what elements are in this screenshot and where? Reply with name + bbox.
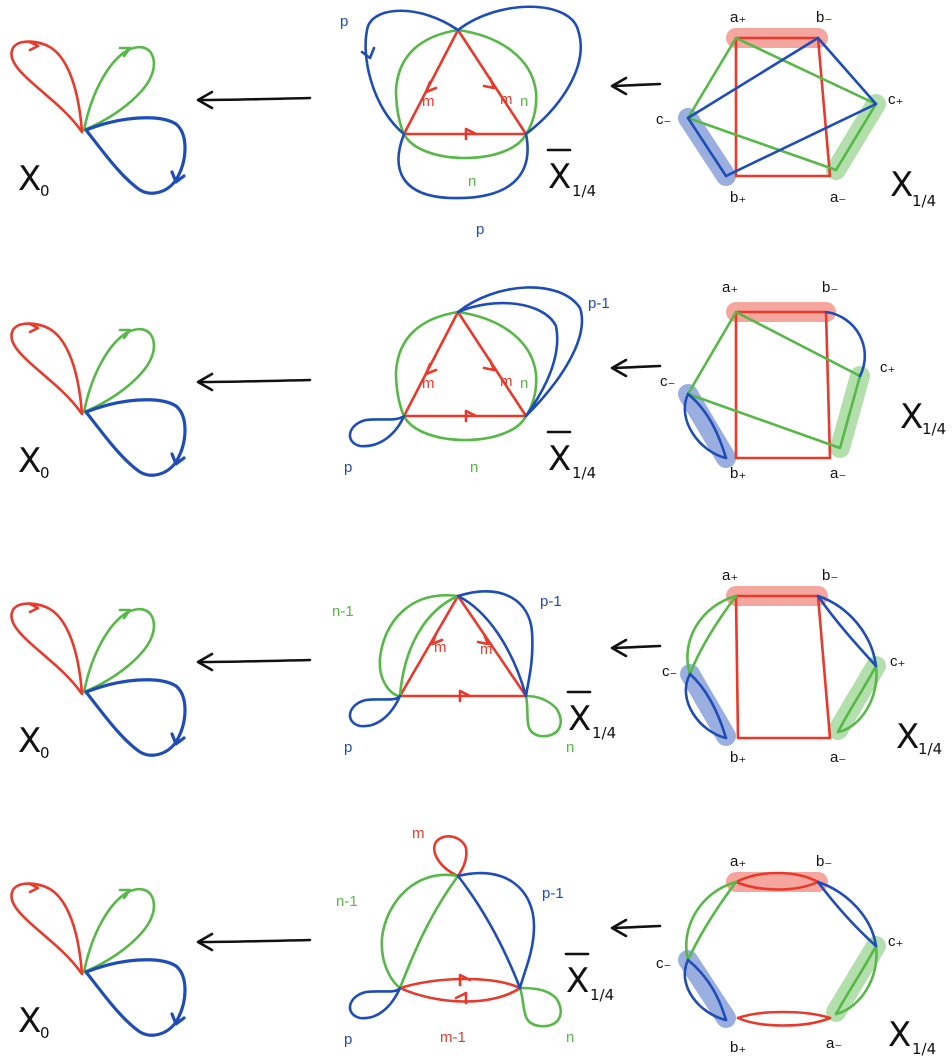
- vertex-a-plus-1: a₊: [730, 9, 746, 26]
- row-1: X 0 m m n n p p X 1/4: [9, 5, 936, 238]
- x14-subscript-1: 1/4: [912, 192, 936, 210]
- x0-subscript-4: 0: [40, 1024, 50, 1042]
- x14-graph-2: [678, 302, 870, 468]
- edge-label-p-1a: p: [340, 13, 348, 30]
- x0-label-4: X: [18, 1001, 41, 1041]
- xbar-subscript-1: 1/4: [572, 182, 596, 200]
- x14-graph-4: [678, 871, 886, 1028]
- vertex-c-minus-2: c₋: [660, 373, 675, 390]
- edge-label-p-4: p: [344, 1031, 352, 1048]
- edge-label-m-1a: m: [422, 93, 435, 110]
- vertex-a-minus-2: a₋: [830, 465, 846, 482]
- edge-label-n1-3: n-1: [332, 603, 354, 620]
- edge-label-n-3: n: [566, 739, 574, 756]
- edge-label-n-1b: n: [468, 173, 476, 190]
- x0-subscript-2: 0: [40, 464, 50, 482]
- edge-label-m-2b: m: [500, 373, 513, 390]
- row-2: X 0 m m n n p-1 p X 1/4: [9, 279, 946, 482]
- xbar-label-4: X: [566, 961, 589, 1001]
- edge-label-p-3: p: [344, 739, 352, 756]
- edge-label-n-2b: n: [470, 459, 478, 476]
- x14-label-1: X: [890, 165, 913, 205]
- vertex-c-minus-1: c₋: [656, 111, 671, 128]
- projection-arrow-4: [196, 932, 312, 952]
- vertex-c-plus-1: c₊: [888, 91, 903, 108]
- vertex-c-plus-2: c₊: [880, 359, 895, 376]
- vertex-c-plus-3: c₊: [890, 653, 905, 670]
- edge-label-n-2a: n: [520, 375, 528, 392]
- xbar-graph-3: [348, 590, 562, 738]
- edge-label-n1-4: n-1: [336, 893, 358, 910]
- row-3: X 0 m m n-1 n p-1 p X 1/4: [9, 567, 942, 766]
- xbar-label-3: X: [568, 699, 591, 739]
- projection-arrow-2: [196, 372, 312, 392]
- covering-arrow-3: [610, 638, 662, 658]
- xbar-graph-2: [348, 286, 584, 448]
- vertex-b-plus-1: b₊: [730, 189, 746, 206]
- projection-arrow-3: [196, 652, 312, 672]
- projection-arrow-1: [196, 90, 312, 110]
- edge-label-p1-4: p-1: [542, 885, 564, 902]
- vertex-a-minus-3: a₋: [830, 749, 846, 766]
- x14-label-3: X: [896, 717, 919, 757]
- vertex-a-minus-1: a₋: [830, 189, 846, 206]
- covering-arrow-1: [610, 76, 662, 96]
- vertex-c-minus-3: c₋: [662, 663, 677, 680]
- vertex-b-minus-2: b₋: [822, 279, 838, 296]
- edge-label-p-2: p: [344, 459, 352, 476]
- x14-graph-3: [680, 586, 886, 746]
- vertex-b-minus-1: b₋: [816, 9, 832, 26]
- covering-arrow-2: [610, 358, 662, 378]
- x14-subscript-3: 1/4: [918, 740, 942, 758]
- edge-label-m-1b: m: [500, 91, 513, 108]
- x0-label-1: X: [18, 159, 41, 199]
- x0-label-3: X: [18, 721, 41, 761]
- edge-label-n-1a: n: [520, 93, 528, 110]
- vertex-a-plus-4: a₊: [730, 853, 746, 870]
- edge-label-m-3b: m: [480, 641, 493, 658]
- edge-label-m1-4: m-1: [440, 1029, 466, 1046]
- edge-label-n-4: n: [566, 1029, 574, 1046]
- x0-subscript-1: 0: [40, 182, 50, 200]
- edge-label-p1-2: p-1: [588, 295, 610, 312]
- vertex-c-plus-4: c₊: [888, 933, 903, 950]
- vertex-a-plus-2: a₊: [722, 279, 738, 296]
- vertex-a-plus-3: a₊: [722, 567, 738, 584]
- vertex-b-minus-3: b₋: [822, 567, 838, 584]
- xbar-subscript-2: 1/4: [572, 464, 596, 482]
- vertex-b-plus-4: b₊: [730, 1039, 746, 1056]
- x14-label-4: X: [888, 1015, 911, 1055]
- edge-label-p-1b: p: [476, 221, 484, 238]
- xbar-graph-1: [360, 5, 582, 200]
- vertex-b-plus-3: b₊: [730, 749, 746, 766]
- edge-label-m-3a: m: [434, 639, 447, 656]
- x14-label-2: X: [900, 397, 923, 437]
- xbar-graph-4: [348, 835, 562, 1028]
- edge-label-m-2a: m: [422, 375, 435, 392]
- x14-graph-1: [678, 28, 886, 186]
- edge-label-p1-3: p-1: [540, 593, 562, 610]
- x0-label-2: X: [18, 441, 41, 481]
- edge-label-m-4: m: [412, 825, 425, 842]
- x14-subscript-4: 1/4: [912, 1040, 936, 1058]
- row-4: X 0 m m-1 n-1 n p-1 p X 1/4: [9, 825, 936, 1058]
- covering-arrow-4: [610, 918, 662, 938]
- xbar-subscript-3: 1/4: [592, 724, 616, 742]
- vertex-a-minus-4: a₋: [826, 1035, 842, 1052]
- vertex-c-minus-4: c₋: [656, 955, 671, 972]
- xbar-subscript-4: 1/4: [590, 986, 614, 1004]
- xbar-label-2: X: [548, 439, 571, 479]
- x14-subscript-2: 1/4: [922, 420, 946, 438]
- vertex-b-plus-2: b₊: [730, 465, 746, 482]
- vertex-b-minus-4: b₋: [816, 853, 832, 870]
- x0-subscript-3: 0: [40, 744, 50, 762]
- xbar-label-1: X: [548, 157, 571, 197]
